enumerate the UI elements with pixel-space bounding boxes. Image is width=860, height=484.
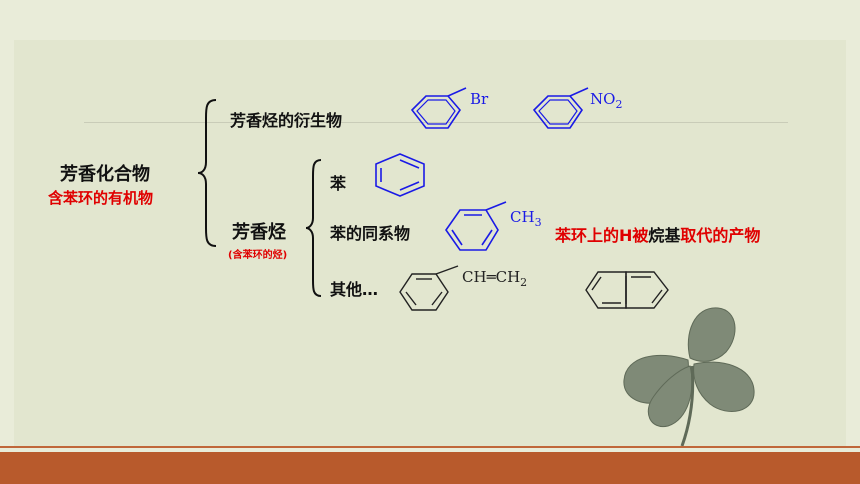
definition-part3: 取代的产物 xyxy=(680,226,761,245)
toluene-molecule: CH3 xyxy=(445,201,542,251)
curly-brace-icon xyxy=(197,99,217,247)
styrene-ch: CH xyxy=(462,268,487,286)
styrene-ch2: CH xyxy=(496,268,521,286)
root-subtitle: 含苯环的有机物 xyxy=(48,189,154,207)
nitrobenzene-molecule: NO2 xyxy=(532,87,622,129)
nitrobenzene-subscript: 2 xyxy=(615,98,622,111)
definition-part2: 烷基 xyxy=(648,226,681,245)
benzene-molecule xyxy=(375,153,425,197)
branch-derivative: 芳香烃的衍生物 xyxy=(230,111,343,130)
curly-brace-icon-small xyxy=(305,159,322,297)
styrene-subscript: 2 xyxy=(520,276,527,289)
bromobenzene-label: Br xyxy=(470,90,489,108)
styrene-double-bond: ═ xyxy=(486,268,497,286)
root-title: 芳香化合物 xyxy=(60,164,150,185)
sub-other: 其他… xyxy=(330,280,379,299)
svg-text:NO2: NO2 xyxy=(590,90,622,111)
toluene-subscript: 3 xyxy=(535,216,542,229)
branch-hydrocarbon-note: (含苯环的烃) xyxy=(228,250,288,261)
four-leaf-clover-icon xyxy=(623,307,755,447)
svg-text:CH3: CH3 xyxy=(510,208,542,229)
bromobenzene-molecule: Br xyxy=(410,87,489,129)
branch-hydrocarbon: 芳香烃 xyxy=(232,222,286,243)
sub-homolog: 苯的同系物 xyxy=(330,224,411,243)
divider-line xyxy=(84,122,788,123)
sub-benzene: 苯 xyxy=(330,174,347,193)
toluene-label: CH xyxy=(510,208,535,226)
svg-text:CH═CH2: CH═CH2 xyxy=(462,268,527,289)
bottom-accent-line xyxy=(0,446,860,448)
bottom-bar xyxy=(0,452,860,484)
homolog-definition: 苯环上的H被烷基取代的产物 xyxy=(555,222,760,246)
styrene-molecule: CH═CH2 xyxy=(399,265,527,311)
nitrobenzene-label: NO xyxy=(590,90,615,108)
naphthalene-molecule xyxy=(585,271,669,309)
definition-part1: 苯环上的H被 xyxy=(555,226,649,245)
